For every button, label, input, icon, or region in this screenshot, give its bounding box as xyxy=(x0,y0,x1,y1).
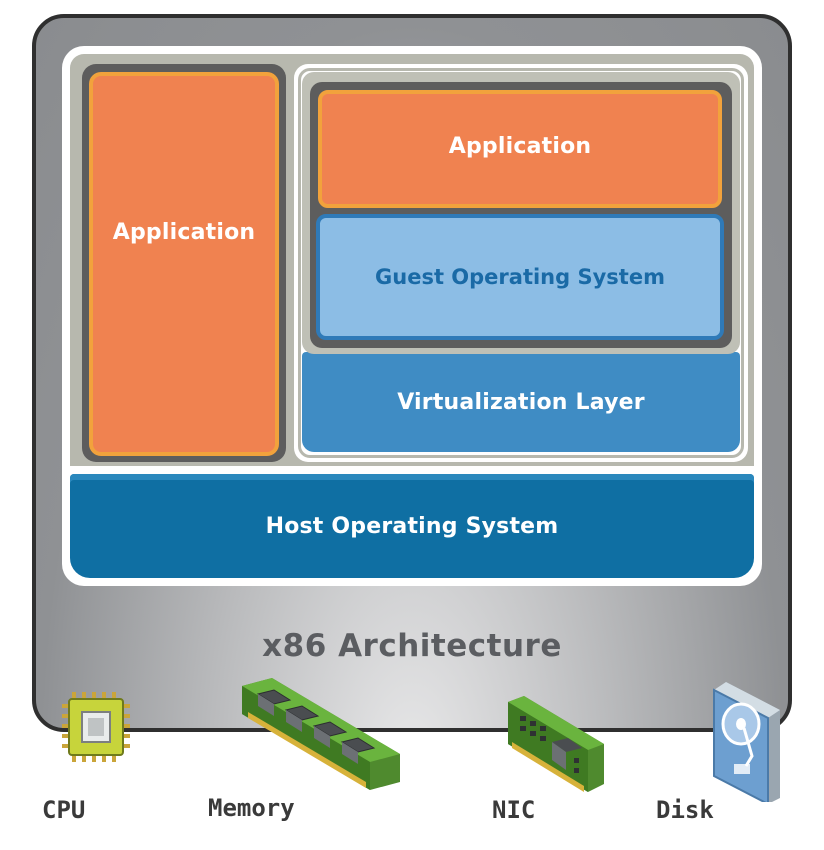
memory-label: Memory xyxy=(208,794,295,822)
cpu-label: CPU xyxy=(42,796,86,824)
vm-application-label: Application xyxy=(448,133,592,159)
cpu-chip-icon xyxy=(62,692,130,762)
native-application-label: Application xyxy=(112,220,256,245)
architecture-label: x86 Architecture xyxy=(262,628,562,664)
vm-application-block: Application xyxy=(318,90,722,208)
network-card-icon xyxy=(508,696,604,792)
guest-operating-system-block: Guest Operating System xyxy=(316,214,724,340)
memory-module-icon xyxy=(242,678,400,790)
guest-os-label: Guest Operating System xyxy=(375,265,665,289)
host-os-label: Host Operating System xyxy=(265,513,559,539)
virtualization-layer-label: Virtualization Layer xyxy=(397,389,645,415)
host-operating-system-block: Host Operating System xyxy=(70,474,754,578)
native-application-block: Application xyxy=(89,72,279,456)
hard-disk-icon xyxy=(713,682,780,802)
nic-label: NIC xyxy=(492,796,536,824)
disk-label: Disk xyxy=(656,796,714,824)
virtualization-layer-block: Virtualization Layer xyxy=(302,352,740,452)
